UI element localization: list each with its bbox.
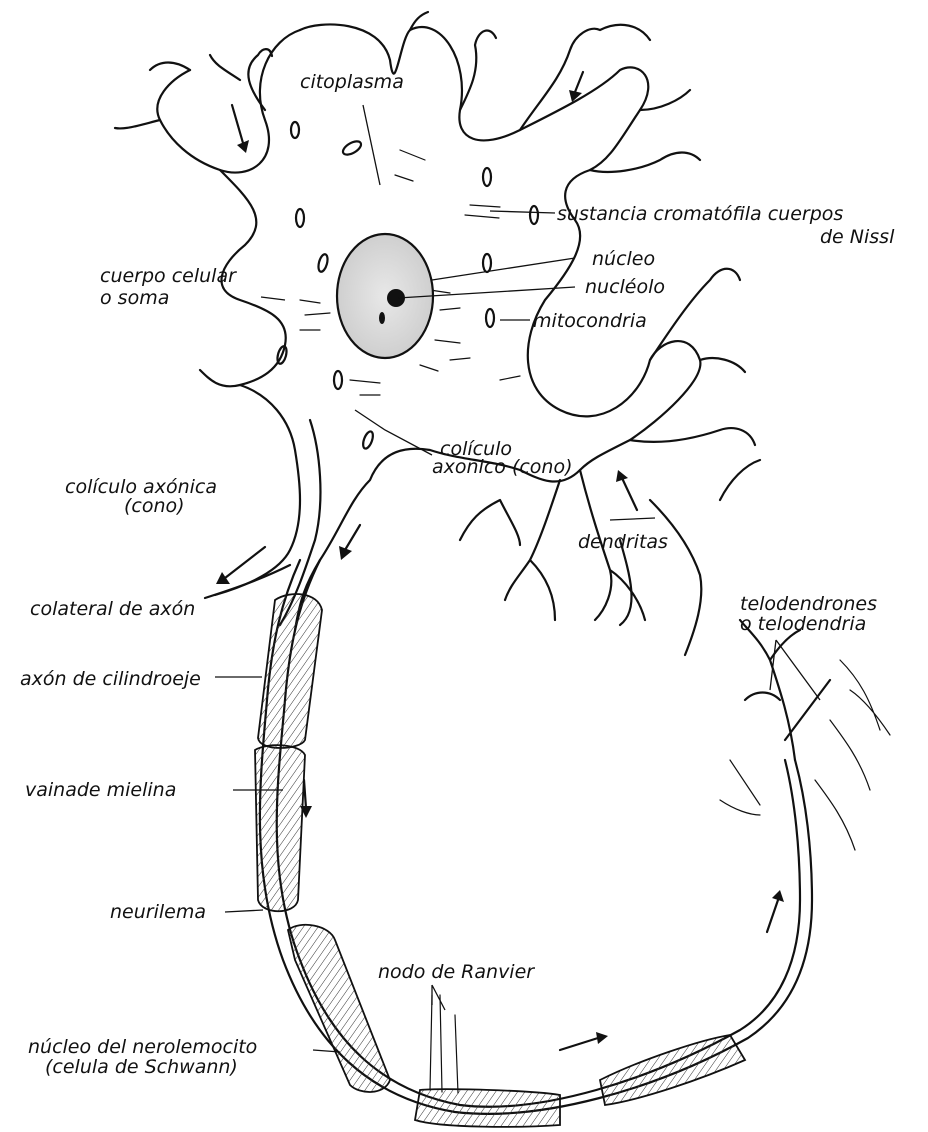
label-de-nissl: de Nissl [820, 226, 895, 248]
label-citoplasma: citoplasma [300, 71, 404, 93]
label-telodendrones: telodendrones [740, 593, 877, 615]
label-colateral-de-axon: colateral de axón [30, 598, 195, 620]
label-axonico-cono: axonico (cono) [432, 456, 573, 478]
myelin-sheath [255, 594, 745, 1127]
label-nucleo-neurolemocito: núcleo del nerolemocito [28, 1036, 257, 1058]
telodendria [720, 620, 890, 850]
label-o-soma: o soma [100, 287, 169, 309]
label-neurilema: neurilema [110, 901, 206, 923]
dendrites [115, 12, 760, 655]
label-o-telodendria: o telodendria [740, 613, 866, 635]
label-sustancia-cromatofila: sustancia cromatófila cuerpos [557, 203, 843, 225]
label-dendritas: dendritas [578, 531, 668, 553]
label-vaina-mielina: vainade mielina [25, 779, 176, 801]
label-nucleo: núcleo [592, 248, 655, 270]
label-axon-cilindroeje: axón de cilindroeje [20, 668, 201, 690]
label-nucleolo: nucléolo [585, 276, 665, 298]
label-cono-left: (cono) [124, 495, 185, 517]
ranvier-node-lines [430, 995, 458, 1093]
label-mitocondria: mitocondria [533, 310, 647, 332]
label-cuerpo-celular: cuerpo celular [100, 265, 237, 287]
label-celula-de-schwann: (celula de Schwann) [45, 1056, 238, 1078]
label-nodo-de-ranvier: nodo de Ranvier [378, 961, 535, 983]
nucleus [337, 234, 433, 358]
